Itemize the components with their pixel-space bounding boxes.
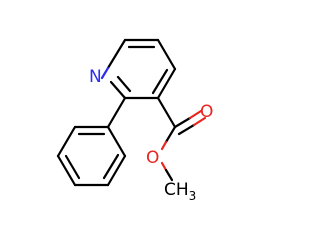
bond-ph5-ph6 — [56, 125, 77, 158]
carbonyl-oxygen-label: O — [200, 102, 213, 122]
bond-c2-phenyl — [106, 96, 127, 129]
bond-carbonyl-o-a-red — [188, 109, 203, 120]
bond-n1-c6-seg — [100, 66, 110, 80]
ester-group — [156, 96, 207, 182]
ester-oxygen-label: O — [146, 148, 159, 168]
bond-ph1-ph2 — [106, 125, 127, 158]
methyl-ch-text: CH — [164, 180, 189, 200]
bond-c2-n1 — [109, 80, 127, 100]
bond-ph4-ph5 — [56, 154, 77, 187]
bond-ph2-ph3 — [106, 154, 127, 187]
methyl-subscript: 3 — [189, 189, 197, 203]
bond-carbonyl-o-a — [173, 116, 192, 129]
bond-carbonyl-ester-o — [164, 125, 177, 144]
bond-carbonyl-o-b-red — [192, 116, 207, 127]
nitrogen-atom-label: N — [89, 67, 102, 87]
pyridine-ring — [100, 38, 177, 100]
bond-ph2-ph3-inner — [102, 153, 120, 180]
bond-c3-carbonyl — [156, 96, 177, 129]
bond-c2-n1-inner — [116, 75, 132, 93]
bond-c5-c4 — [156, 38, 177, 71]
methyl-group-label: CH3 — [164, 180, 196, 203]
bond-c4-c3-inner — [151, 68, 169, 95]
bond-ester-o-methyl-black — [164, 168, 174, 182]
bond-carbonyl-ester-o-red — [160, 140, 168, 151]
phenyl-ring — [56, 96, 127, 187]
bond-carbonyl-o-b — [177, 123, 196, 136]
chemical-structure-diagram: N O O CH3 — [56, 38, 213, 203]
bond-ester-o-methyl — [160, 161, 168, 172]
bond-ph4-ph5-inner — [64, 154, 81, 180]
bond-c4-c3 — [156, 67, 177, 100]
bond-n1-c6 — [106, 38, 127, 70]
